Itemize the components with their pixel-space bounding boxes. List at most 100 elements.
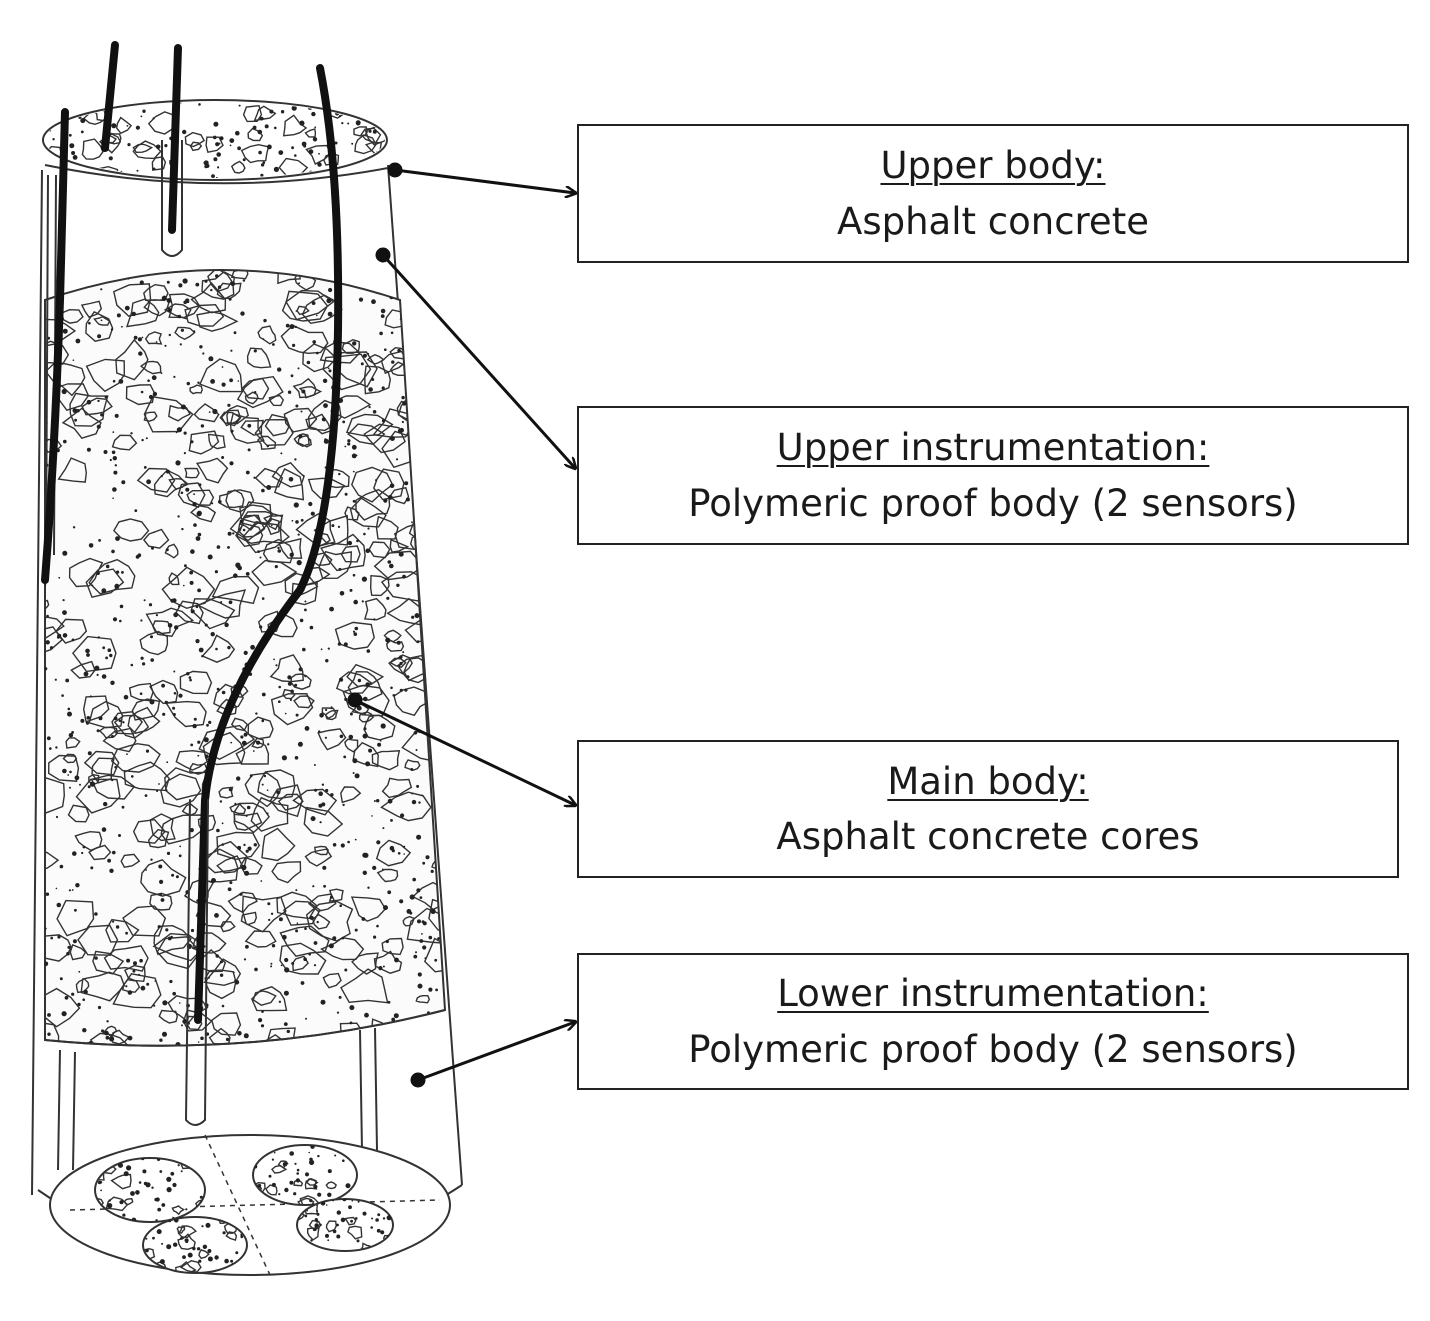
aggregate-dot — [416, 640, 420, 644]
aggregate-dot — [379, 331, 383, 336]
aggregate-blob — [189, 504, 217, 523]
aggregate-blob — [344, 738, 359, 753]
aggregate-dot — [114, 766, 117, 769]
aggregate-dot — [185, 487, 190, 492]
aggregate-dot — [341, 122, 344, 125]
aggregate-dot — [183, 452, 186, 455]
aggregate-blob — [247, 716, 274, 740]
aggregate-dot — [304, 674, 307, 678]
aggregate-dot — [377, 115, 380, 118]
label-upper-instrumentation-title: Upper instrumentation: — [776, 426, 1210, 469]
aggregate-dot — [152, 1236, 155, 1240]
aggregate-blob — [325, 1181, 338, 1190]
aggregate-dot — [351, 453, 357, 459]
aggregate-dot — [151, 375, 157, 381]
aggregate-dot — [75, 338, 81, 344]
aggregate-dot — [110, 680, 115, 685]
aggregate-blob — [264, 517, 280, 536]
aggregate-dot — [422, 425, 425, 428]
aggregate-dot — [422, 945, 427, 950]
aggregate-dot — [362, 870, 367, 875]
aggregate-blob — [92, 950, 125, 975]
aggregate-dot — [385, 637, 391, 643]
aggregate-dot — [371, 1217, 374, 1220]
aggregate-dot — [405, 497, 410, 502]
aggregate-dot — [283, 990, 289, 996]
aggregate-dot — [155, 341, 158, 343]
aggregate-dot — [309, 439, 312, 441]
aggregate-dot — [419, 939, 424, 943]
aggregate-dot — [114, 413, 119, 418]
aggregate-dot — [230, 429, 234, 433]
aggregate-dot — [280, 964, 283, 967]
top-disc-texture — [45, 102, 385, 178]
aggregate-dot — [294, 756, 299, 760]
aggregate-dot — [363, 696, 368, 702]
aggregate-dot — [192, 1246, 196, 1251]
aggregate-dot — [340, 1217, 346, 1223]
aggregate-dot — [349, 712, 353, 716]
aggregate-dot — [416, 784, 420, 788]
aggregate-blob — [112, 283, 152, 317]
aggregate-dot — [263, 774, 267, 778]
aggregate-dot — [195, 639, 200, 644]
aggregate-dot — [402, 651, 405, 654]
aggregate-dot — [247, 423, 252, 428]
aggregate-dot — [282, 1162, 288, 1167]
aggregate-dot — [198, 103, 201, 106]
aggregate-dot — [344, 492, 348, 496]
aggregate-dot — [252, 125, 257, 130]
aggregate-dot — [63, 439, 67, 444]
aggregate-dot — [260, 1024, 265, 1028]
aggregate-blob — [293, 433, 310, 447]
aggregate-dot — [182, 1019, 187, 1024]
aggregate-dot — [404, 319, 410, 325]
aggregate-dot — [437, 937, 440, 940]
aggregate-blob — [256, 435, 277, 450]
aggregate-dot — [261, 783, 264, 786]
aggregate-dot — [71, 731, 74, 734]
aggregate-dot — [330, 706, 333, 709]
aggregate-blob — [271, 1164, 288, 1174]
aggregate-blob — [380, 791, 432, 822]
aggregate-dot — [262, 338, 265, 340]
aggregate-dot — [381, 113, 385, 119]
aggregate-dot — [294, 154, 297, 157]
aggregate-dot — [72, 359, 75, 362]
aggregate-dot — [336, 1234, 341, 1239]
aggregate-dot — [100, 288, 103, 291]
aggregate-dot — [291, 519, 294, 522]
aggregate-dot — [87, 785, 91, 789]
aggregate-dot — [138, 973, 140, 976]
aggregate-blob — [399, 305, 430, 331]
aggregate-dot — [438, 675, 442, 679]
aggregate-blob — [125, 298, 160, 328]
aggregate-dot — [437, 802, 440, 804]
aggregate-blob — [69, 392, 109, 427]
aggregate-blob — [366, 354, 385, 365]
aggregate-dot — [146, 982, 150, 986]
aggregate-dot — [287, 390, 292, 394]
aggregate-dot — [394, 957, 399, 963]
aggregate-dot — [221, 382, 226, 387]
aggregate-blob — [175, 749, 208, 771]
aggregate-dot — [193, 330, 196, 333]
aggregate-blob — [158, 1009, 179, 1024]
aggregate-dot — [221, 843, 225, 846]
aggregate-dot — [121, 325, 123, 328]
aggregate-dot — [78, 970, 81, 973]
aggregate-dot — [103, 450, 108, 454]
aggregate-dot — [253, 349, 257, 353]
aggregate-dot — [190, 928, 195, 933]
aggregate-dot — [235, 1251, 239, 1255]
aggregate-dot — [55, 887, 58, 890]
aggregate-dot — [278, 685, 282, 689]
aggregate-dot — [298, 434, 303, 439]
aggregate-dot — [227, 887, 232, 892]
aggregate-dot — [304, 1214, 308, 1218]
aggregate-dot — [166, 298, 172, 303]
aggregate-blob — [85, 568, 125, 599]
aggregate-dot — [287, 675, 292, 680]
aggregate-blob — [230, 160, 246, 174]
aggregate-dot — [61, 694, 64, 697]
